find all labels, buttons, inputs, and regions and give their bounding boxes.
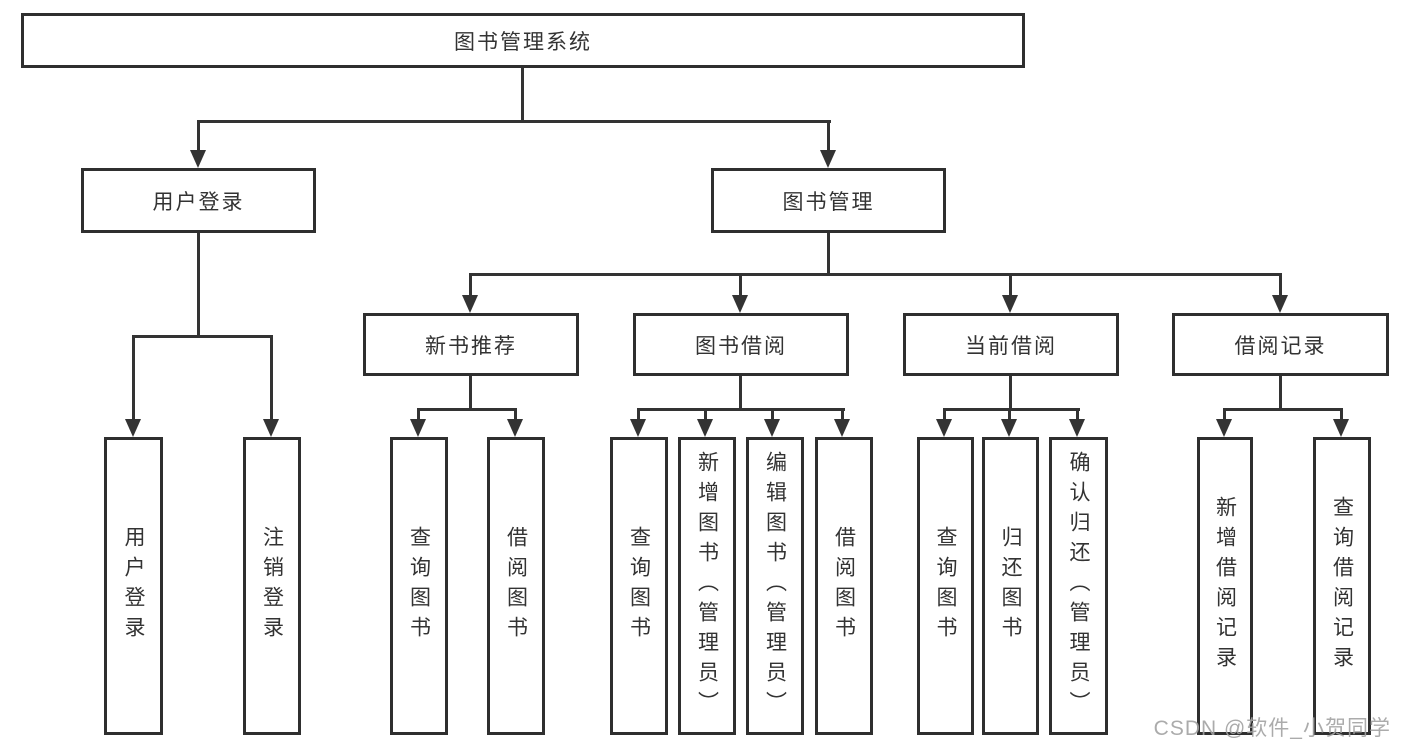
leaf-query-book-1: 查询图书	[390, 437, 448, 735]
connector-line	[469, 273, 472, 297]
node-current-borrow: 当前借阅	[903, 313, 1119, 376]
leaf-query-borrow-record: 查询借阅记录	[1313, 437, 1371, 735]
connector-line	[637, 408, 845, 411]
node-user-login: 用户登录	[81, 168, 316, 233]
node-current-borrow-label: 当前借阅	[965, 334, 1057, 358]
connector-line	[1279, 273, 1282, 297]
leaf-add-borrow-record-label: 新增借阅记录	[1213, 496, 1237, 676]
arrow-down-icon	[1216, 419, 1232, 437]
connector-line	[1223, 408, 1343, 411]
connector-line	[521, 68, 524, 120]
connector-line	[514, 408, 517, 421]
arrow-down-icon	[263, 419, 279, 437]
node-new-book-recommend: 新书推荐	[363, 313, 579, 376]
leaf-borrow-book-1: 借阅图书	[487, 437, 545, 735]
connector-line	[469, 273, 1282, 276]
leaf-query-book-2-label: 查询图书	[627, 526, 651, 646]
leaf-borrow-book-2-label: 借阅图书	[832, 526, 856, 646]
arrow-down-icon	[1069, 419, 1085, 437]
node-root: 图书管理系统	[21, 13, 1025, 68]
node-book-management-label: 图书管理	[782, 190, 875, 214]
connector-line	[197, 120, 200, 152]
leaf-return-book: 归还图书	[982, 437, 1039, 735]
leaf-logout-login: 注销登录	[243, 437, 301, 735]
leaf-add-book-admin: 新增图书（管理员）	[678, 437, 736, 735]
leaf-logout-login-label: 注销登录	[260, 526, 284, 646]
arrow-down-icon	[1333, 419, 1349, 437]
leaf-add-book-admin-label: 新增图书（管理员）	[695, 451, 719, 721]
leaf-query-borrow-record-label: 查询借阅记录	[1330, 496, 1354, 676]
leaf-edit-book-admin-label: 编辑图书（管理员）	[763, 451, 787, 721]
connector-line	[841, 408, 844, 421]
connector-line	[197, 233, 200, 335]
leaf-query-book-3: 查询图书	[917, 437, 974, 735]
leaf-query-book-1-label: 查询图书	[407, 526, 431, 646]
leaf-query-book-3-label: 查询图书	[934, 526, 957, 646]
leaf-query-book-2: 查询图书	[610, 437, 668, 735]
leaf-edit-book-admin: 编辑图书（管理员）	[746, 437, 804, 735]
connector-line	[1008, 408, 1011, 421]
connector-line	[417, 408, 420, 421]
node-book-borrow: 图书借阅	[633, 313, 849, 376]
arrow-down-icon	[1002, 295, 1018, 313]
connector-line	[132, 335, 135, 421]
connector-line	[417, 408, 517, 411]
leaf-confirm-return-admin-label: 确认归还（管理员）	[1067, 451, 1090, 721]
connector-line	[1076, 408, 1079, 421]
connector-line	[704, 408, 707, 421]
node-user-login-label: 用户登录	[152, 190, 245, 214]
arrow-down-icon	[507, 419, 523, 437]
connector-line	[1009, 376, 1012, 408]
leaf-borrow-book-1-label: 借阅图书	[504, 526, 528, 646]
connector-line	[132, 335, 273, 338]
node-borrow-records: 借阅记录	[1172, 313, 1389, 376]
connector-line	[739, 273, 742, 297]
connector-line	[469, 376, 472, 408]
connector-line	[827, 233, 830, 273]
leaf-user-login: 用户登录	[104, 437, 163, 735]
connector-line	[1009, 273, 1012, 297]
node-root-label: 图书管理系统	[454, 30, 592, 54]
arrow-down-icon	[630, 419, 646, 437]
leaf-borrow-book-2: 借阅图书	[815, 437, 873, 735]
connector-line	[1279, 376, 1282, 408]
connector-line	[637, 408, 640, 421]
arrow-down-icon	[1001, 419, 1017, 437]
arrow-down-icon	[125, 419, 141, 437]
connector-line	[943, 408, 946, 421]
connector-line	[943, 408, 1080, 411]
node-borrow-records-label: 借阅记录	[1234, 334, 1327, 358]
node-book-borrow-label: 图书借阅	[695, 334, 787, 358]
arrow-down-icon	[936, 419, 952, 437]
arrow-down-icon	[834, 419, 850, 437]
node-book-management: 图书管理	[711, 168, 946, 233]
connector-line	[270, 335, 273, 421]
arrow-down-icon	[410, 419, 426, 437]
arrow-down-icon	[697, 419, 713, 437]
watermark: CSDN @软件_小贺同学	[1153, 717, 1391, 740]
arrow-down-icon	[820, 150, 836, 168]
leaf-user-login-label: 用户登录	[122, 526, 145, 646]
connector-line	[739, 376, 742, 408]
node-new-book-recommend-label: 新书推荐	[425, 334, 517, 358]
connector-line	[827, 120, 830, 152]
connector-line	[771, 408, 774, 421]
arrow-down-icon	[190, 150, 206, 168]
connector-line	[1223, 408, 1226, 421]
arrow-down-icon	[732, 295, 748, 313]
leaf-confirm-return-admin: 确认归还（管理员）	[1049, 437, 1108, 735]
connector-line	[197, 120, 831, 123]
arrow-down-icon	[1272, 295, 1288, 313]
leaf-return-book-label: 归还图书	[999, 526, 1022, 646]
connector-line	[1340, 408, 1343, 421]
arrow-down-icon	[462, 295, 478, 313]
leaf-add-borrow-record: 新增借阅记录	[1197, 437, 1253, 735]
arrow-down-icon	[764, 419, 780, 437]
